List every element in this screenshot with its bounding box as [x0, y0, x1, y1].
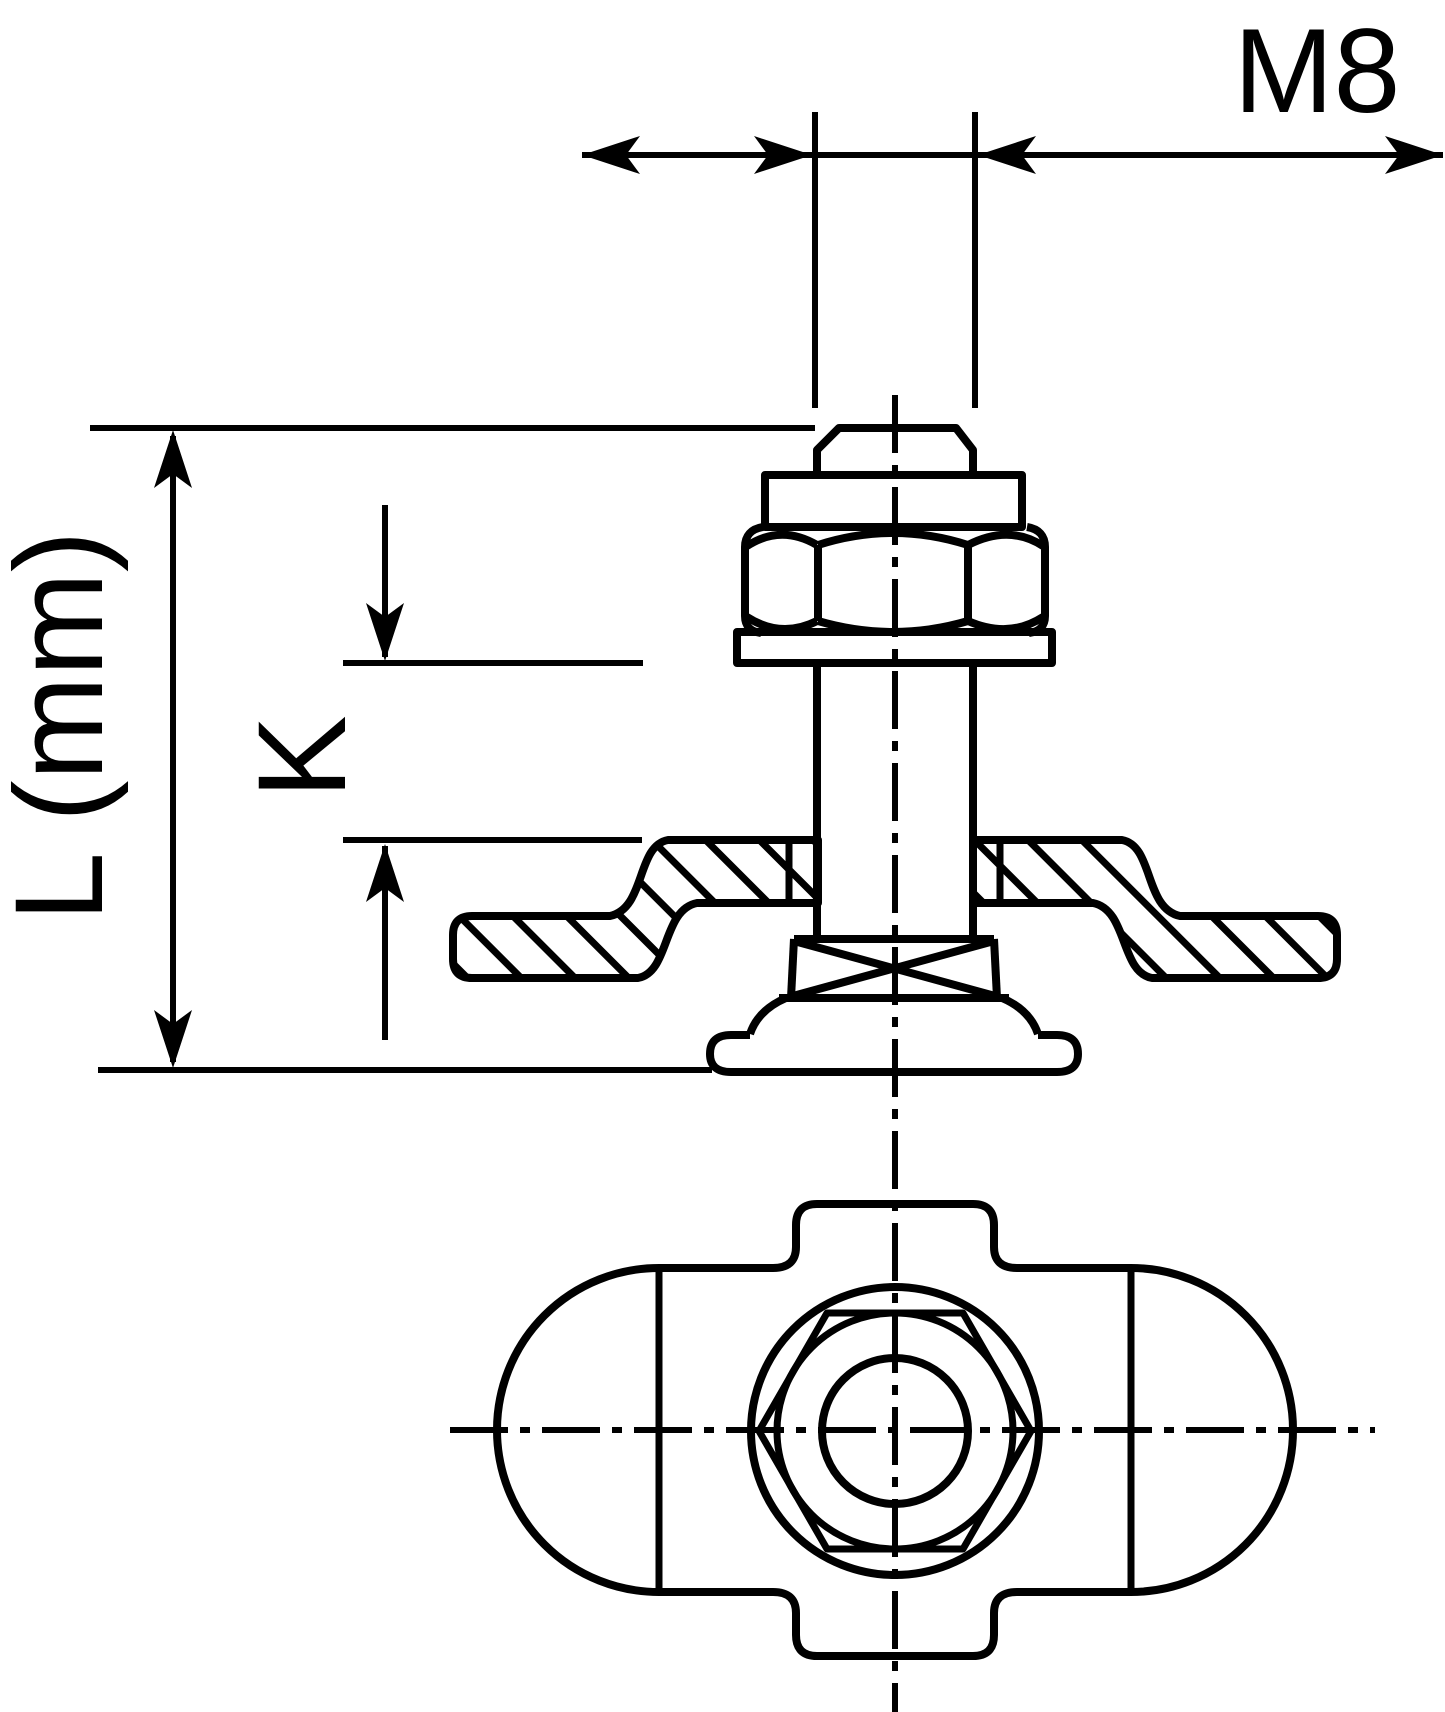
hex-nut-outline	[755, 1309, 1035, 1553]
plan-view	[450, 1200, 1375, 1660]
head-skirt-left	[746, 994, 788, 1036]
nut-chamfer-arc-top-right	[966, 530, 1046, 550]
m8-dimension: M8	[582, 4, 1443, 408]
bolt-assembly	[449, 424, 1341, 1076]
head-cross-diagonal-2	[791, 937, 996, 1000]
nut-chamfer-arc-top-left	[744, 530, 820, 550]
countersunk-head	[706, 935, 1082, 1076]
k-dimension: K	[233, 505, 643, 1040]
head-side-right	[990, 938, 1001, 999]
flange-left-section	[449, 836, 822, 982]
arrowhead-left-outer	[582, 136, 640, 174]
arrowhead-right-outer	[1385, 136, 1443, 174]
k-label: K	[233, 715, 372, 798]
head-side-left	[787, 938, 798, 999]
arrowhead-up	[366, 844, 404, 902]
flange-left-outline	[449, 836, 822, 982]
arrowhead-down	[366, 603, 404, 661]
head-outer-circle	[747, 1283, 1043, 1579]
arrowhead-up	[154, 430, 192, 488]
head-skirt-right	[1000, 994, 1042, 1036]
flange-right-section	[969, 836, 1341, 982]
nut-chamfer-circle	[773, 1309, 1017, 1553]
l-dimension: L (mm)	[0, 425, 815, 1073]
washer	[733, 628, 1056, 667]
thread-size-label: M8	[1234, 4, 1401, 138]
flange-right-outline	[969, 836, 1341, 982]
bolt-tip	[813, 424, 977, 477]
arrowhead-left-inner	[978, 136, 1036, 174]
nut-chamfer-arc-bottom-right	[966, 613, 1046, 633]
nut-chamfer-arc-bottom-left	[744, 613, 819, 634]
arrowhead-right-inner	[754, 136, 812, 174]
length-label: L (mm)	[0, 530, 129, 921]
locknut-insert	[761, 471, 1026, 531]
side-section-view: M8 L (mm) K	[0, 4, 1443, 1712]
nut-chamfer-arc-top-center	[816, 529, 970, 549]
bolt-shank-circle	[818, 1354, 972, 1508]
arrowhead-down	[154, 1010, 192, 1068]
head-foot	[706, 1031, 1082, 1076]
